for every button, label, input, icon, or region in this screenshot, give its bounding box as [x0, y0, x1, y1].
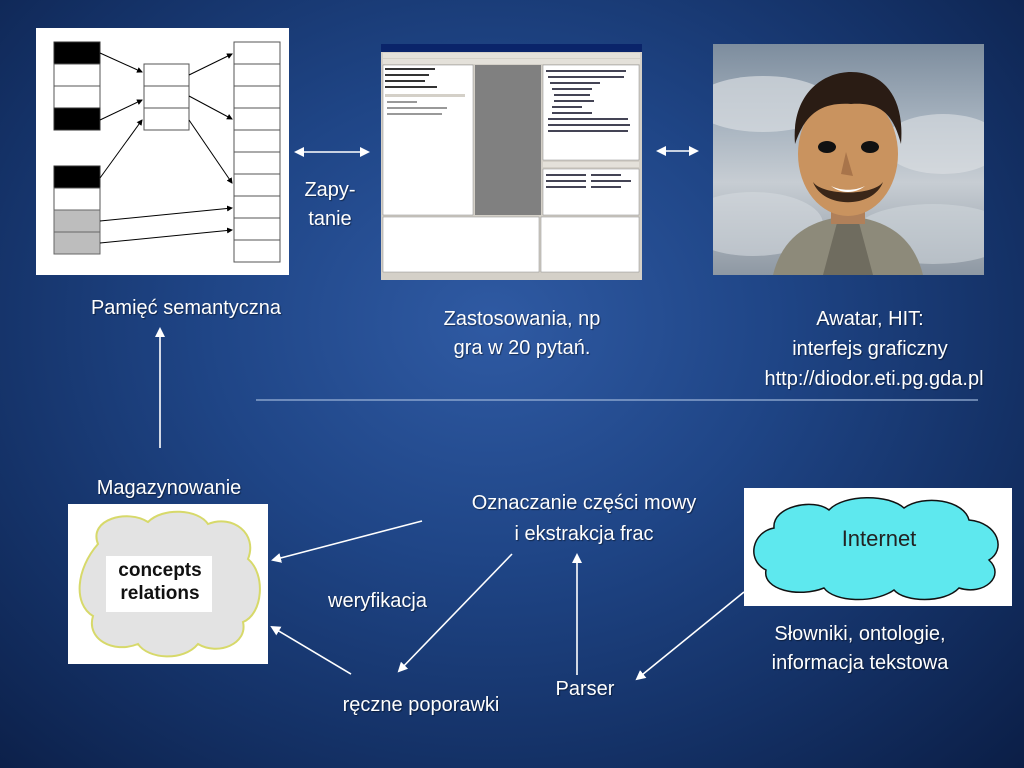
memory-cell [53, 187, 101, 211]
label-avatar-url: http://diodor.eti.pg.gda.pl [764, 368, 984, 390]
label-applications-line1: Zastosowania, np [443, 308, 601, 330]
memory-cell [143, 85, 190, 109]
application-screenshot [381, 44, 642, 280]
label-reading-line2: tanie [308, 208, 352, 230]
memory-cell [233, 85, 281, 109]
label-tagging-line1: Oznaczanie części mowy [471, 492, 697, 514]
cloud-text-concepts: concepts [118, 560, 202, 581]
label-avatar-line1: Awatar, HIT: [816, 308, 924, 330]
memory-cell [233, 195, 281, 219]
memory-cell [143, 107, 190, 131]
memory-cell [53, 231, 101, 255]
label-semantic-memory: Pamięć semantyczna [90, 297, 282, 319]
label-verification: weryfikacja [328, 590, 427, 612]
memory-cell [53, 165, 101, 189]
memory-cell [53, 85, 101, 109]
memory-cell [233, 239, 281, 263]
internet-image: Internet [744, 488, 1012, 606]
memory-cell [53, 209, 101, 233]
label-parser: Parser [555, 678, 615, 700]
memory-cell [143, 63, 190, 87]
avatar-image [713, 44, 984, 275]
arrow-tagging-to-storage [271, 520, 423, 563]
memory-cell [233, 41, 281, 65]
internet-label: Internet [841, 526, 917, 551]
label-manual-corrections: ręczne poporawki [342, 694, 500, 716]
label-sources-line2: informacja tekstowa [771, 652, 949, 674]
label-applications-line2: gra w 20 pytań. [453, 337, 591, 359]
memory-cell [233, 217, 281, 241]
memory-cell [233, 63, 281, 87]
memory-cell [233, 173, 281, 197]
memory-cell [53, 41, 101, 65]
label-avatar-line2: interfejs graficzny [792, 338, 948, 360]
label-sources-line1: Słowniki, ontologie, [774, 623, 946, 645]
memory-cell [53, 63, 101, 87]
memory-cell [233, 107, 281, 131]
memory-cell [233, 151, 281, 175]
semantic-memory-image [36, 28, 289, 275]
cloud-text-relations: relations [120, 583, 200, 604]
arrow-manual-to-storage [270, 625, 352, 675]
memory-cell [53, 107, 101, 131]
label-tagging-line2: i ekstrakcja frac [514, 523, 654, 545]
label-storage: Magazynowanie [96, 477, 242, 499]
memory-cell [233, 129, 281, 153]
concepts-cloud-image: concepts relations [68, 504, 268, 664]
label-reading-line1: Zapy- [304, 179, 356, 201]
